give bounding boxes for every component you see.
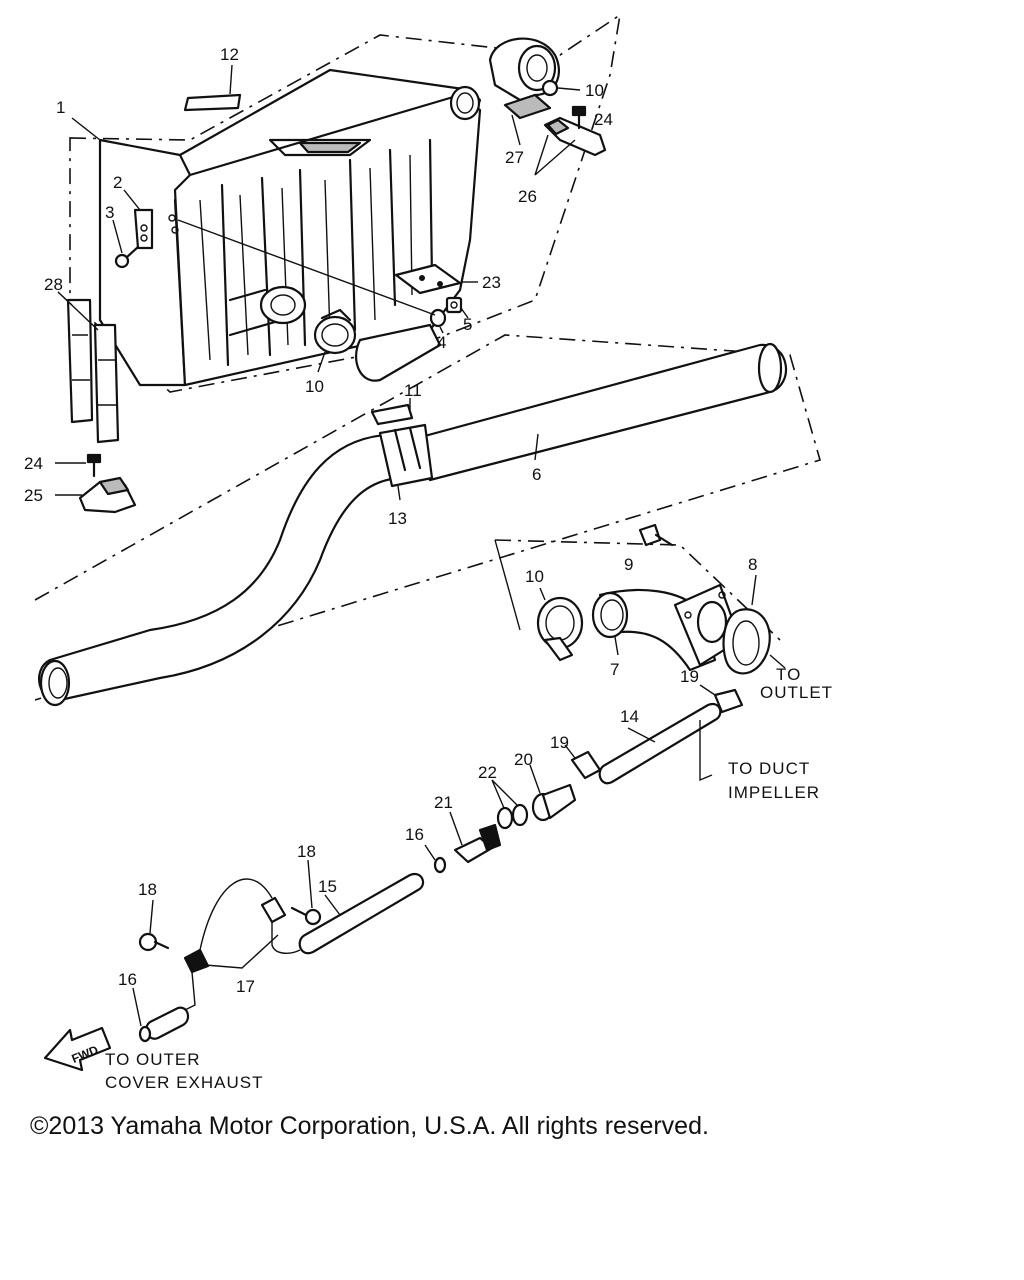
- part-19-clip-lower: 19: [550, 733, 602, 780]
- callout-27: 27: [505, 148, 524, 167]
- note-to-outlet-line1: TO: [776, 665, 801, 684]
- part-22-washers: 22: [478, 763, 529, 830]
- part-23-plate: 23: [394, 263, 501, 295]
- part-15-hose: 15: [298, 872, 425, 955]
- leader-1: [71, 117, 101, 141]
- callout-26: 26: [518, 187, 537, 206]
- part-24-screw-top: 24: [571, 105, 613, 130]
- part-16-oring-lower: 16: [118, 970, 152, 1043]
- part-10-clamp-outlet: 10: [488, 37, 604, 102]
- callout-3: 3: [105, 203, 114, 222]
- callout-12: 12: [220, 45, 239, 64]
- callout-24-lower: 24: [24, 454, 43, 473]
- exploded-parts-diagram: 1 12 2 3 23 4 5: [24, 13, 833, 1092]
- callout-8: 8: [748, 555, 757, 574]
- leader-muffler-fastener: [177, 219, 436, 316]
- part-6-hose: 6: [408, 342, 788, 484]
- note-to-outer-line1: TO OUTER: [105, 1050, 201, 1069]
- callout-23: 23: [482, 273, 501, 292]
- part-8-gasket: 8: [722, 555, 771, 675]
- part-24-bolt-lower: 24: [24, 453, 102, 478]
- part-3-screw: 3: [105, 203, 140, 269]
- part-10-clamp-inlet: 10: [305, 308, 357, 396]
- note-to-duct-line2: IMPELLER: [728, 783, 820, 802]
- callout-1: 1: [56, 98, 65, 117]
- callout-15: 15: [318, 877, 337, 896]
- callout-19-upper: 19: [680, 667, 699, 686]
- part-28-straps: 28: [44, 275, 120, 444]
- part-2-bracket: 2: [113, 173, 154, 250]
- part-12-label-plate: 12: [183, 45, 242, 112]
- callout-28: 28: [44, 275, 63, 294]
- callout-25: 25: [24, 486, 43, 505]
- note-to-outlet-line2: OUTLET: [760, 683, 833, 702]
- part-27-pad: 27: [503, 93, 552, 167]
- callout-16-lower: 16: [118, 970, 137, 989]
- callout-22: 22: [478, 763, 497, 782]
- part-21-nipple: 21: [434, 793, 502, 864]
- note-to-outer-cover: TO OUTER COVER EXHAUST: [105, 1050, 263, 1092]
- part-11-clamp: 11 13: [370, 381, 434, 528]
- lower-hose-stub: [145, 971, 196, 1040]
- callout-11: 11: [404, 381, 422, 400]
- note-to-outer-line2: COVER EXHAUST: [105, 1073, 263, 1092]
- callout-10-inlet: 10: [305, 377, 324, 396]
- callout-24-top: 24: [594, 110, 613, 129]
- part-4-washer: 4: [429, 308, 446, 352]
- part-20-fitting: 20: [514, 750, 577, 822]
- callout-17: 17: [236, 977, 255, 996]
- callout-4: 4: [437, 333, 446, 352]
- part-17-clips: 17: [183, 878, 301, 996]
- callout-14: 14: [620, 707, 639, 726]
- callout-9: 9: [624, 555, 633, 574]
- part-16-oring-upper: 16: [405, 825, 447, 874]
- note-to-duct-line1: TO DUCT: [728, 759, 810, 778]
- callout-18-left: 18: [138, 880, 157, 899]
- callout-7: 7: [610, 660, 619, 679]
- muffler-body: [98, 68, 482, 387]
- part-14-hose: 14: [598, 702, 722, 785]
- callout-10-elbow: 10: [525, 567, 544, 586]
- callout-19-lower: 19: [550, 733, 569, 752]
- callout-2: 2: [113, 173, 122, 192]
- callout-21: 21: [434, 793, 453, 812]
- callout-20: 20: [514, 750, 533, 769]
- part-5-nut: 5: [445, 296, 472, 334]
- part-13-hose-bend: [38, 433, 402, 707]
- part-10-clamp-elbow: 10: [525, 567, 584, 662]
- assembly-boundary-hose: [34, 334, 821, 701]
- callout-18-right: 18: [297, 842, 316, 861]
- callout-16-upper: 16: [405, 825, 424, 844]
- part-18-screw-right: 18: [290, 842, 322, 926]
- part-9-bolt: 9: [624, 523, 674, 574]
- note-to-outlet: TO OUTLET: [760, 654, 833, 702]
- callout-10-outlet: 10: [585, 81, 604, 100]
- part-25-bracket: 25: [24, 476, 137, 514]
- callout-13: 13: [388, 509, 407, 528]
- callout-5: 5: [463, 315, 472, 334]
- part-18-screw-left: 18: [138, 880, 170, 952]
- callout-6: 6: [532, 465, 541, 484]
- fwd-arrow-icon: FWD: [43, 1026, 112, 1072]
- note-to-duct: TO DUCT IMPELLER: [699, 720, 820, 802]
- copyright-notice: ©2013 Yamaha Motor Corporation, U.S.A. A…: [30, 1112, 709, 1140]
- part-7-elbow: 7: [591, 583, 742, 679]
- part-26-bracket: 26: [518, 116, 607, 206]
